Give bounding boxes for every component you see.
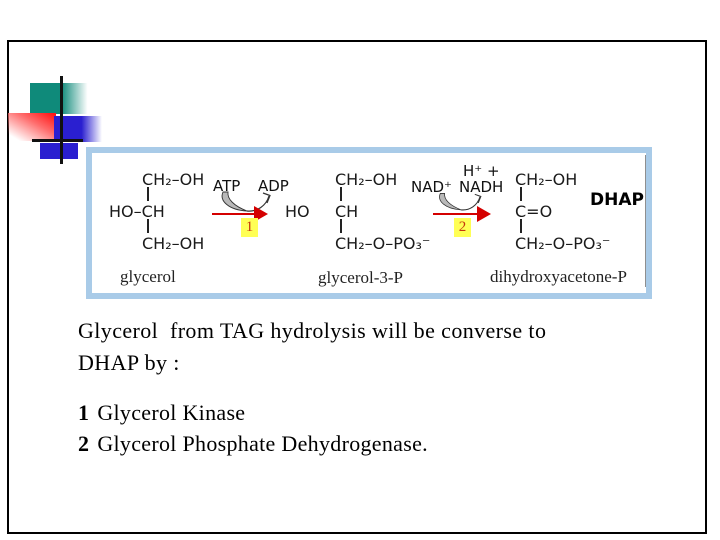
decoration-blue-square-small [40, 143, 78, 159]
vertical-bond [340, 219, 342, 233]
reaction-arrow-head-icon [477, 206, 491, 222]
caption-text: Glycerol from TAG hydrolysis will be con… [78, 315, 546, 379]
vertical-bond [520, 219, 522, 233]
nadh-label: NADH [459, 178, 504, 196]
vertical-bond [147, 219, 149, 233]
dhap-formula-row3: CH₂–O–PO₃⁻ [515, 234, 611, 253]
decoration-horizontal-line [32, 139, 83, 142]
dhap-formula-row2: C=O [515, 202, 553, 221]
enzyme-list: 1 Glycerol Kinase 2 Glycerol Phosphate Deh… [78, 397, 428, 459]
glycerol3p-formula-row2: CH [335, 202, 359, 221]
glycerol-formula-row2: HO–CH [109, 202, 165, 221]
glycerol3p-hydroxyl: HO [285, 202, 310, 221]
cofactor-swoosh-icon [439, 193, 482, 211]
atp-label: ATP [213, 177, 241, 195]
decoration-red-square [8, 113, 56, 141]
step-1-badge: 1 [241, 218, 258, 237]
dhap-abbreviation: DHAP [590, 190, 644, 210]
pathway-figure: CH₂–OH HO–CH CH₂–OH glycerol ATP ADP 1 H… [86, 147, 652, 299]
glycerol3p-formula-row3: CH₂–O–PO₃⁻ [335, 234, 431, 253]
nad-label: NAD⁺ [411, 178, 452, 196]
enzyme-list-item: 1 Glycerol Kinase [78, 397, 428, 428]
vertical-bond [520, 187, 522, 201]
adp-label: ADP [258, 177, 289, 195]
glycerol-formula-row3: CH₂–OH [142, 234, 205, 253]
enzyme-number: 2 [78, 431, 90, 456]
caption-line1: Glycerol from TAG hydrolysis will be con… [78, 318, 547, 343]
enzyme-list-item: 2 Glycerol Phosphate Dehydrogenase. [78, 428, 428, 459]
glycerol-formula-row1: CH₂–OH [142, 170, 205, 189]
enzyme-name: Glycerol Kinase [97, 400, 246, 425]
decoration-vertical-line [60, 76, 63, 164]
reaction-arrow-line [212, 213, 256, 215]
glycerol3p-formula-row1: CH₂–OH [335, 170, 398, 189]
hplus-label: H⁺ + [463, 162, 500, 180]
figure-image-edge [645, 155, 646, 287]
enzyme-number: 1 [78, 400, 90, 425]
dhap-label: dihydroxyacetone-P [490, 267, 627, 286]
step-2-badge: 2 [454, 218, 471, 237]
caption-line2: DHAP by : [78, 350, 180, 375]
vertical-bond [147, 187, 149, 201]
reaction-arrow-line [433, 213, 478, 215]
glycerol-label: glycerol [120, 267, 176, 286]
enzyme-name: Glycerol Phosphate Dehydrogenase. [97, 431, 428, 456]
glycerol3p-label: glycerol-3-P [318, 268, 403, 287]
dhap-formula-row1: CH₂–OH [515, 170, 578, 189]
vertical-bond [340, 187, 342, 201]
